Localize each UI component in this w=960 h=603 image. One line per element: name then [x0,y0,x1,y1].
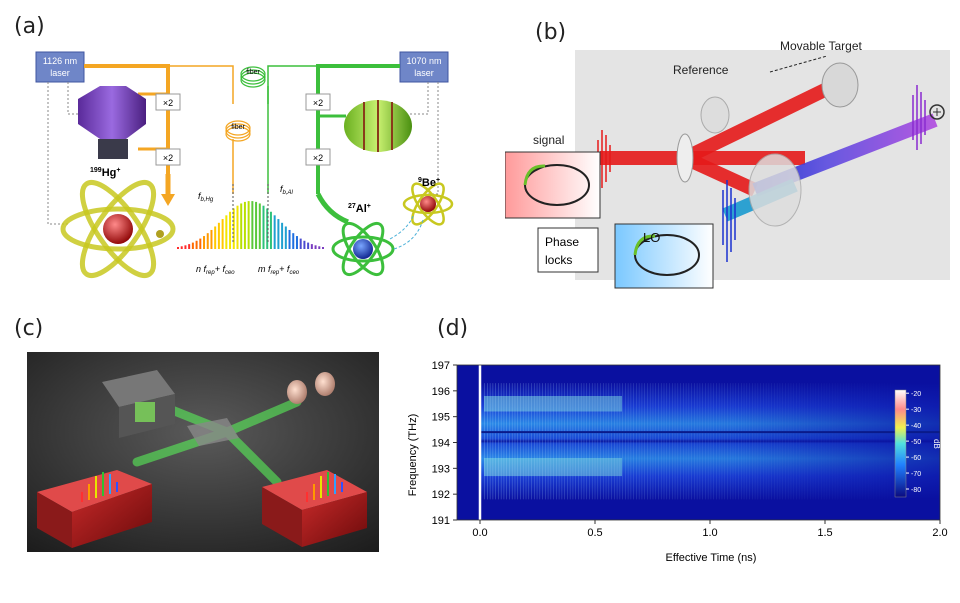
panel-d-chart: 0.0 0.5 1.0 1.5 2.0 191 192 193 194 195 196 197 Fre… [407,360,948,564]
signal-inset [505,151,601,219]
y-tick-label: 197 [432,360,450,372]
fiber-coil-top: fiber [240,66,266,88]
doubler-box-2 [155,148,181,166]
y-tick-label: 191 [432,515,450,527]
panel-c-label: (c) [14,316,44,341]
phase-locks-box [537,227,599,273]
x-tick-label: 2.0 [932,527,947,539]
fb-al-label: fb,Al [280,184,294,196]
camera [102,370,175,438]
doubler-label-3: ×2 [313,98,323,108]
detector-icon [929,104,945,120]
pulse-output [912,85,926,150]
doubler-box-3 [305,93,331,111]
laser-1070-line2: laser [414,68,434,78]
fb-hg-label: fb,Hg [198,191,214,203]
colorbar-tick-label: -70 [911,471,921,478]
mirror-reference [821,62,859,108]
al-label: 27Al+ [348,203,371,215]
hg-ion-trap [78,86,146,159]
doubler-label-2: ×2 [163,153,173,163]
beamsplitter-1 [676,133,694,183]
reference-label: Reference [673,63,729,77]
doubler-label-4: ×2 [313,153,323,163]
panel-a-label: (a) [14,14,45,39]
colorbar-tick-label: -30 [911,407,921,414]
al-be-ion-trap [344,100,412,152]
panel-b-diagram: Movable Target Reference signal Phase lo… [505,40,950,289]
doubler-box-4 [305,148,331,166]
comb-left-label: n frep+ fceo [196,264,235,276]
comb-source-left [37,470,152,548]
y-axis-label: Frequency (THz) [407,414,419,497]
laser-1070-line1: 1070 nm [406,56,441,66]
signal-label: signal [533,133,564,147]
colorbar-tick-label: -50 [911,439,921,446]
lens-1 [700,96,730,134]
x-tick-label: 0.0 [472,527,487,539]
doubler-label-1: ×2 [163,98,173,108]
laser-1070-box [399,51,449,83]
panel-a-diagram: 1126 nm laser 1070 nm laser ×2 ×2 ×2 ×2 … [35,51,454,278]
x-tick-label: 1.0 [702,527,717,539]
fiber-coil-bottom: fiber [225,120,251,142]
be-label: 9Be+ [418,177,440,189]
colorbar [894,389,907,498]
pulse-lo [722,180,736,262]
x-tick-label: 1.5 [817,527,832,539]
be-atom [402,182,454,226]
heatmap-fade [480,383,940,500]
y-tick-label: 195 [432,412,450,424]
colorbar-tick-label: -20 [911,391,921,398]
y-tick-label: 194 [432,438,450,450]
panel-d-label: (d) [437,316,469,341]
laser-1126-line1: 1126 nm [43,56,77,66]
fiber-label-top: fiber [246,69,260,76]
colorbar-tick-label: -60 [911,455,921,462]
phase-locks-line1: Phase [545,235,579,249]
beamsplitter-2 [748,153,802,227]
y-tick-label: 192 [432,489,450,501]
laser-1126-box [35,51,85,83]
frequency-comb [177,184,324,249]
al-atom [331,221,395,277]
panel-c-render [27,352,379,552]
y-tick-label: 196 [432,386,450,398]
hg-atom [60,180,176,278]
mirror-c1 [287,380,307,404]
phase-locks-line2: locks [545,253,572,267]
beamsplitter [187,418,239,446]
hg-label: 199Hg+ [90,167,120,179]
doubler-box-1 [155,93,181,111]
colorbar-tick-label: -40 [911,423,921,430]
x-axis-label: Effective Time (ns) [666,552,757,564]
fiber-label-bottom: fiber [231,124,245,131]
panel-b-label: (b) [535,20,567,45]
y-tick-label: 193 [432,463,450,475]
x-tick-label: 0.5 [587,527,602,539]
movable-target-label: Movable Target [780,40,862,53]
lo-label: LO [643,230,660,245]
comb-right-label: m frep+ fceo [258,264,300,276]
comb-source-right [262,470,367,547]
colorbar-tick-label: -80 [911,487,921,494]
laser-1126-line2: laser [50,68,70,78]
colorbar-label: dB [932,439,941,449]
mirror-c2 [315,372,335,396]
